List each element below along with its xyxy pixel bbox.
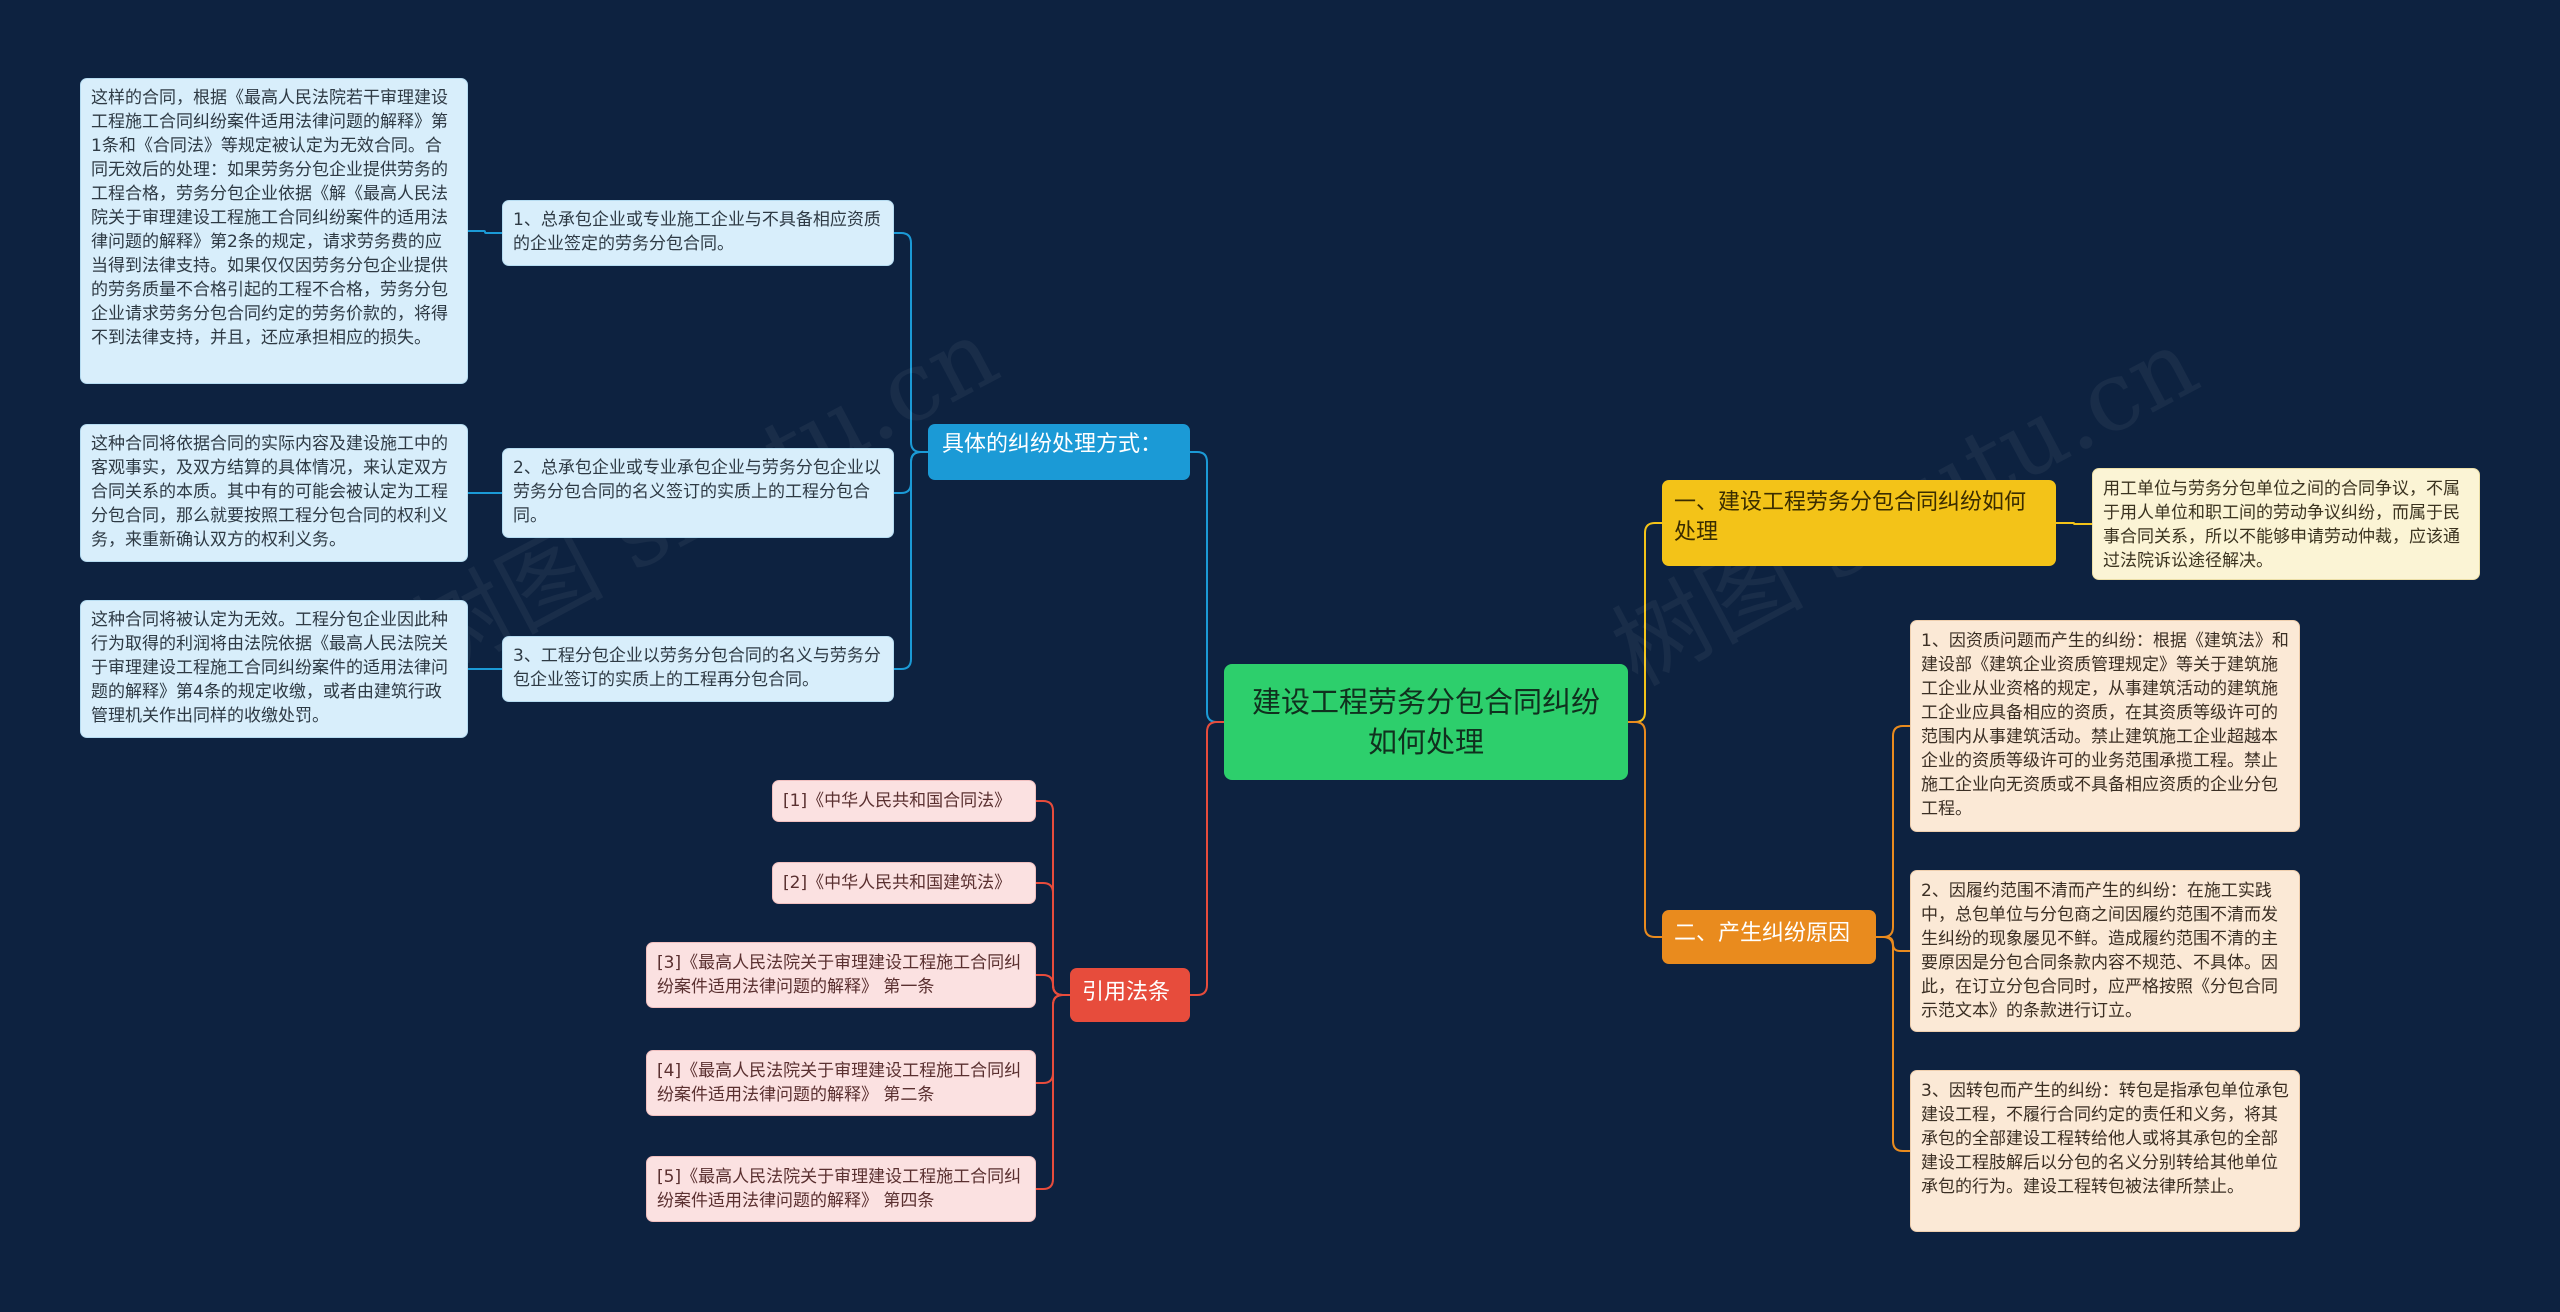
law-item-1[interactable]: [1]《中华人民共和国合同法》 (772, 780, 1036, 822)
connector-yellow-detail (2056, 522, 2092, 525)
law-item-text: [2]《中华人民共和国建筑法》 (783, 873, 1012, 893)
cause-item-1[interactable]: 1、因资质问题而产生的纠纷：根据《建筑法》和建设部《建筑企业资质管理规定》等关于… (1910, 620, 2300, 832)
method-detail-text: 这样的合同，根据《最高人民法院若干审理建设工程施工合同纠纷案件适用法律问题的解释… (91, 88, 448, 348)
method-item-3[interactable]: 3、工程分包企业以劳务分包合同的名义与劳务分包企业签订的实质上的工程再分包合同。 (502, 636, 894, 702)
method-item-text: 3、工程分包企业以劳务分包合同的名义与劳务分包企业签订的实质上的工程再分包合同。 (513, 646, 881, 690)
branch-dispute-handling-methods[interactable]: 具体的纠纷处理方式： (928, 424, 1190, 480)
branch-cited-laws[interactable]: 引用法条 (1070, 968, 1190, 1022)
connector-orange-item (1876, 936, 1910, 1152)
branch-label: 一、建设工程劳务分包合同纠纷如何处理 (1674, 490, 2027, 545)
cause-item-text: 1、因资质问题而产生的纠纷：根据《建筑法》和建设部《建筑企业资质管理规定》等关于… (1921, 631, 2289, 819)
connector-center-blue (1190, 451, 1224, 723)
law-item-text: [3]《最高人民法院关于审理建设工程施工合同纠纷案件适用法律问题的解释》 第一条 (657, 953, 1022, 997)
method-item-2[interactable]: 2、总承包企业或专业承包企业与劳务分包企业以劳务分包合同的名义签订的实质上的工程… (502, 448, 894, 538)
law-item-text: [5]《最高人民法院关于审理建设工程施工合同纠纷案件适用法律问题的解释》 第四条 (657, 1167, 1022, 1211)
method-item-text: 2、总承包企业或专业承包企业与劳务分包企业以劳务分包合同的名义签订的实质上的工程… (513, 458, 881, 526)
method-detail-2[interactable]: 这种合同将依据合同的实际内容及建设施工中的客观事实，及双方结算的具体情况，来认定… (80, 424, 468, 562)
cause-item-2[interactable]: 2、因履约范围不清而产生的纠纷：在施工实践中，总包单位与分包商之间因履约范围不清… (1910, 870, 2300, 1032)
handling-detail-text: 用工单位与劳务分包单位之间的合同争议，不属于用人单位和职工间的劳动争议纠纷，而属… (2103, 479, 2460, 571)
connector-red-item (1036, 994, 1070, 1190)
connector-blue-item (894, 451, 928, 670)
method-item-1[interactable]: 1、总承包企业或专业施工企业与不具备相应资质的企业签定的劳务分包合同。 (502, 200, 894, 266)
cause-item-3[interactable]: 3、因转包而产生的纠纷：转包是指承包单位承包建设工程，不履行合同约定的责任和义务… (1910, 1070, 2300, 1232)
connector-center-red (1190, 721, 1224, 996)
law-item-2[interactable]: [2]《中华人民共和国建筑法》 (772, 862, 1036, 904)
connector-center-yellow (1628, 522, 1662, 723)
cause-item-text: 2、因履约范围不清而产生的纠纷：在施工实践中，总包单位与分包商之间因履约范围不清… (1921, 881, 2278, 1021)
law-item-text: [4]《最高人民法院关于审理建设工程施工合同纠纷案件适用法律问题的解释》 第二条 (657, 1061, 1022, 1105)
connector-blue-detail (468, 230, 502, 234)
cause-item-text: 3、因转包而产生的纠纷：转包是指承包单位承包建设工程，不履行合同约定的责任和义务… (1921, 1081, 2289, 1197)
connector-blue-item (894, 232, 928, 453)
central-topic-label: 建设工程劳务分包合同纠纷如何处理 (1251, 685, 1600, 759)
branch-how-to-handle[interactable]: 一、建设工程劳务分包合同纠纷如何处理 (1662, 480, 2056, 566)
central-topic[interactable]: 建设工程劳务分包合同纠纷如何处理 (1224, 664, 1628, 780)
branch-label: 二、产生纠纷原因 (1674, 921, 1851, 946)
method-detail-3[interactable]: 这种合同将被认定为无效。工程分包企业因此种行为取得的利润将由法院依据《最高人民法… (80, 600, 468, 738)
law-item-4[interactable]: [4]《最高人民法院关于审理建设工程施工合同纠纷案件适用法律问题的解释》 第二条 (646, 1050, 1036, 1116)
connector-orange-item (1876, 725, 1910, 938)
method-detail-text: 这种合同将被认定为无效。工程分包企业因此种行为取得的利润将由法院依据《最高人民法… (91, 610, 448, 726)
handling-detail[interactable]: 用工单位与劳务分包单位之间的合同争议，不属于用人单位和职工间的劳动争议纠纷，而属… (2092, 468, 2480, 580)
branch-dispute-causes[interactable]: 二、产生纠纷原因 (1662, 910, 1876, 964)
branch-label: 引用法条 (1082, 980, 1171, 1005)
connector-center-orange (1628, 721, 1662, 938)
method-item-text: 1、总承包企业或专业施工企业与不具备相应资质的企业签定的劳务分包合同。 (513, 210, 881, 254)
method-detail-1[interactable]: 这样的合同，根据《最高人民法院若干审理建设工程施工合同纠纷案件适用法律问题的解释… (80, 78, 468, 384)
connector-red-item (1036, 882, 1070, 996)
law-item-5[interactable]: [5]《最高人民法院关于审理建设工程施工合同纠纷案件适用法律问题的解释》 第四条 (646, 1156, 1036, 1222)
law-item-text: [1]《中华人民共和国合同法》 (783, 791, 1012, 811)
law-item-3[interactable]: [3]《最高人民法院关于审理建设工程施工合同纠纷案件适用法律问题的解释》 第一条 (646, 942, 1036, 1008)
method-detail-text: 这种合同将依据合同的实际内容及建设施工中的客观事实，及双方结算的具体情况，来认定… (91, 434, 448, 550)
branch-label: 具体的纠纷处理方式： (942, 432, 1163, 457)
